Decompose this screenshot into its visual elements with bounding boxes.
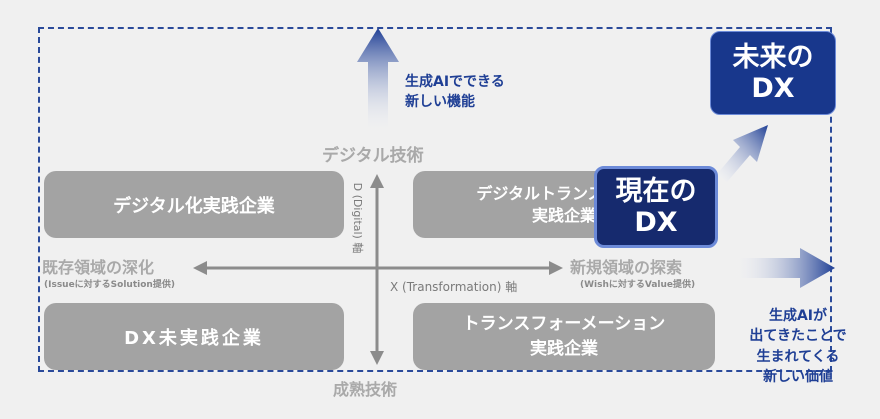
- dashed-frame: [38, 27, 832, 372]
- axis-top-label: デジタル技術: [322, 146, 424, 166]
- future-dx-line2: DX: [751, 73, 795, 104]
- axis-bottom-label: 成熟技術: [333, 380, 398, 399]
- quadrant-digitalization-label: デジタル化実践企業: [113, 195, 275, 217]
- axis-right-label: 新規領域の探索: [570, 258, 683, 277]
- quadrant-transformation-label-line1: トランスフォーメーション: [462, 313, 666, 334]
- quadrant-transformation: トランスフォーメーション 実践企業: [413, 303, 715, 370]
- future-dx-box: 未来の DX: [710, 31, 836, 115]
- current-dx-box: 現在の DX: [594, 166, 718, 248]
- vertical-axis-name: D (Digital) 軸: [351, 182, 364, 254]
- current-dx-line2: DX: [634, 207, 678, 238]
- top-arrow-text: 生成AIでできる 新しい機能: [405, 72, 505, 113]
- top-arrow: [357, 28, 399, 138]
- quadrant-no-dx-label: DX未実践企業: [124, 327, 264, 349]
- quadrant-digitalization: デジタル化実践企業: [44, 171, 344, 238]
- top-arrow-text-line1: 生成AIでできる: [405, 74, 505, 90]
- right-arrow-text-line1: 生成AIが: [768, 308, 828, 324]
- right-arrow: [730, 248, 835, 288]
- top-arrow-text-line2: 新しい機能: [405, 94, 475, 111]
- axis-right-sublabel: (Wishに対するValue提供): [580, 280, 696, 290]
- future-dx-line1: 未来の: [732, 41, 814, 73]
- horizontal-axis-name: X (Transformation) 軸: [390, 280, 518, 294]
- right-arrow-text-line4: 新しい価値: [763, 368, 833, 385]
- current-dx-line1: 現在の: [615, 175, 697, 207]
- axis-arrows: [193, 174, 563, 365]
- quadrant-no-dx: DX未実践企業: [44, 303, 344, 370]
- right-arrow-text-line3: 生まれてくる: [756, 348, 840, 365]
- axis-left-sublabel: (Issueに対するSolution提供): [44, 280, 175, 290]
- quadrant-dx-label-line2: 実践企業: [531, 205, 596, 225]
- axis-left-label: 既存領域の深化: [42, 258, 155, 277]
- quadrant-transformation-label-line2: 実践企業: [530, 338, 598, 359]
- right-arrow-text-line2: 出てきたことで: [749, 328, 847, 345]
- diagonal-arrow: [717, 125, 768, 182]
- right-arrow-text: 生成AIが 出てきたことで 生まれてくる 新しい価値: [738, 306, 858, 387]
